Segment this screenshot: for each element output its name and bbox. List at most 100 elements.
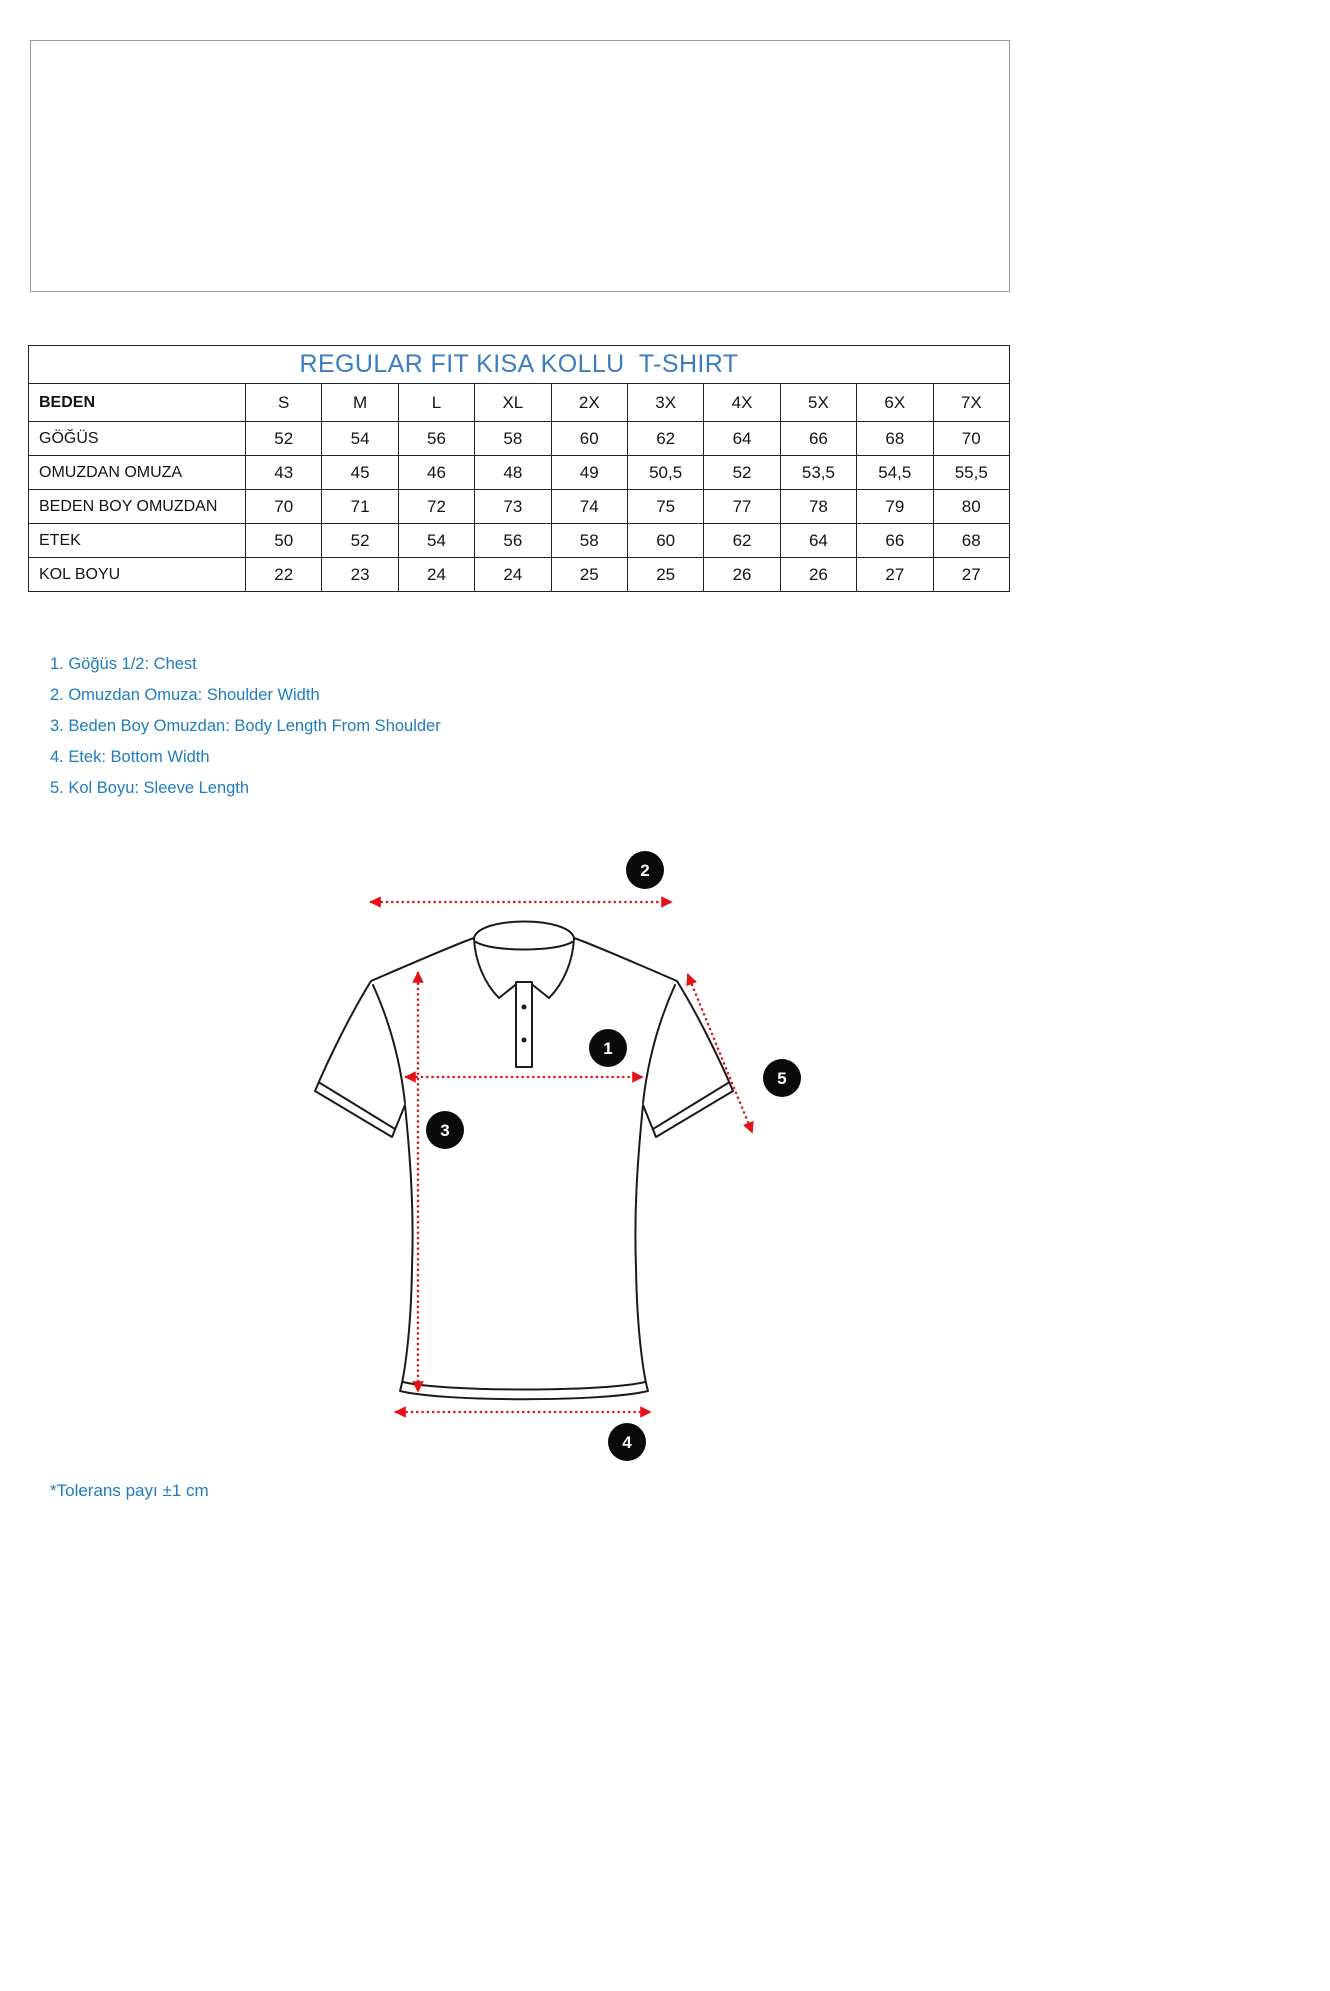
size-value-cell: 27 (856, 557, 934, 592)
legend-item-shoulder: 2. Omuzdan Omuza: Shoulder Width (50, 686, 320, 704)
size-header-cell: 2X (550, 383, 628, 422)
size-value-cell: 46 (397, 455, 476, 490)
collar (473, 920, 575, 999)
table-row-sleeve: KOL BOYU 22 23 24 24 25 25 26 26 27 27 (28, 557, 1011, 592)
table-row-body-length: BEDEN BOY OMUZDAN 70 71 72 73 74 75 77 7… (28, 489, 1011, 524)
size-value-cell: 26 (779, 557, 858, 592)
size-value-cell: 56 (397, 421, 476, 456)
legend-item-body-length: 3. Beden Boy Omuzdan: Body Length From S… (50, 717, 441, 735)
collar-seam (475, 941, 573, 951)
size-value-cell: 26 (703, 557, 781, 592)
size-value-cell: 78 (779, 489, 858, 524)
size-value-cell: 55,5 (932, 455, 1011, 490)
sleeve-hem-left (319, 1082, 396, 1130)
size-value-cell: 25 (550, 557, 628, 592)
size-value-cell: 62 (626, 421, 705, 456)
polo-shirt-diagram: 2 1 3 5 4 (314, 851, 801, 1461)
size-value-cell: 66 (779, 421, 858, 456)
size-header-cell: 4X (703, 383, 781, 422)
size-value-cell: 43 (244, 455, 323, 490)
size-header-cell: 7X (932, 383, 1011, 422)
size-value-cell: 68 (932, 523, 1011, 558)
size-value-cell: 45 (321, 455, 399, 490)
size-value-cell: 64 (703, 421, 781, 456)
size-value-cell: 60 (550, 421, 628, 456)
size-header-cell: L (397, 383, 476, 422)
size-header-cell: 5X (779, 383, 858, 422)
polo-shirt-outline (314, 920, 734, 1401)
size-value-cell: 53,5 (779, 455, 858, 490)
measurement-legend: 1. Göğüs 1/2: Chest 2. Omuzdan Omuza: Sh… (50, 649, 441, 804)
row-label-kol-boyu: KOL BOYU (28, 557, 246, 592)
row-label-omuzdan-omuza: OMUZDAN OMUZA (28, 455, 246, 490)
size-value-cell: 52 (703, 455, 781, 490)
measure-arrows (369, 896, 754, 1418)
size-value-cell: 70 (932, 421, 1011, 456)
button (521, 1037, 527, 1043)
table-row-bottom: ETEK 50 52 54 56 58 60 62 64 66 68 (28, 523, 1011, 558)
table-row-shoulder: OMUZDAN OMUZA 43 45 46 48 49 50,5 52 53,… (28, 455, 1011, 490)
size-value-cell: 68 (856, 421, 934, 456)
row-label-etek: ETEK (28, 523, 246, 558)
size-value-cell: 66 (856, 523, 934, 558)
marker-2-badge: 2 (626, 851, 664, 889)
size-value-cell: 48 (474, 455, 552, 490)
size-header-cell: 3X (626, 383, 705, 422)
tolerance-footnote: *Tolerans payı ±1 cm (50, 1481, 209, 1500)
size-header-row: BEDEN S M L XL 2X 3X 4X 5X 6X 7X (28, 383, 1011, 422)
button (521, 1004, 527, 1010)
size-value-cell: 56 (474, 523, 552, 558)
row-label-beden-boy: BEDEN BOY OMUZDAN (28, 489, 246, 524)
size-value-cell: 70 (244, 489, 323, 524)
row-label-beden: BEDEN (28, 383, 246, 422)
size-value-cell: 52 (321, 523, 399, 558)
marker-3-number: 3 (440, 1121, 449, 1140)
size-value-cell: 75 (626, 489, 705, 524)
armhole-seam-left (372, 984, 406, 1104)
size-value-cell: 50 (244, 523, 323, 558)
size-header-cell: 6X (856, 383, 934, 422)
page-title: REGULAR FIT KISA KOLLU T-SHIRT (28, 345, 1010, 384)
placket (515, 981, 533, 1068)
marker-4-number: 4 (622, 1433, 632, 1452)
size-value-cell: 60 (626, 523, 705, 558)
size-value-cell: 77 (703, 489, 781, 524)
marker-5-badge: 5 (763, 1059, 801, 1097)
size-value-cell: 54 (397, 523, 476, 558)
size-header-cell: M (321, 383, 399, 422)
size-value-cell: 58 (474, 421, 552, 456)
legend-item-bottom: 4. Etek: Bottom Width (50, 748, 210, 766)
size-value-cell: 25 (626, 557, 705, 592)
sleeve-length-arrow (686, 973, 754, 1134)
size-value-cell: 23 (321, 557, 399, 592)
size-value-cell: 72 (397, 489, 476, 524)
legend-item-sleeve: 5. Kol Boyu: Sleeve Length (50, 779, 250, 797)
size-value-cell: 50,5 (626, 455, 705, 490)
marker-4-badge: 4 (608, 1423, 646, 1461)
measure-markers: 2 1 3 5 4 (426, 851, 801, 1461)
row-label-gogus: GÖĞÜS (28, 421, 246, 456)
size-value-cell: 58 (550, 523, 628, 558)
marker-3-badge: 3 (426, 1111, 464, 1149)
size-value-cell: 27 (932, 557, 1011, 592)
size-value-cell: 24 (397, 557, 476, 592)
table-row-chest: GÖĞÜS 52 54 56 58 60 62 64 66 68 70 (28, 421, 1011, 456)
size-value-cell: 24 (474, 557, 552, 592)
size-header-cell: S (244, 383, 323, 422)
size-value-cell: 71 (321, 489, 399, 524)
size-value-cell: 54,5 (856, 455, 934, 490)
size-value-cell: 52 (244, 421, 323, 456)
size-header-cell: XL (474, 383, 552, 422)
size-value-cell: 54 (321, 421, 399, 456)
size-value-cell: 49 (550, 455, 628, 490)
marker-1-badge: 1 (589, 1029, 627, 1067)
size-value-cell: 62 (703, 523, 781, 558)
legend-item-chest: 1. Göğüs 1/2: Chest (50, 655, 197, 673)
marker-2-number: 2 (640, 861, 649, 880)
size-table: REGULAR FIT KISA KOLLU T-SHIRT BEDEN S M… (28, 345, 1011, 592)
size-value-cell: 79 (856, 489, 934, 524)
empty-image-frame (30, 40, 1010, 292)
marker-5-number: 5 (777, 1069, 786, 1088)
size-value-cell: 74 (550, 489, 628, 524)
marker-1-number: 1 (603, 1039, 612, 1058)
